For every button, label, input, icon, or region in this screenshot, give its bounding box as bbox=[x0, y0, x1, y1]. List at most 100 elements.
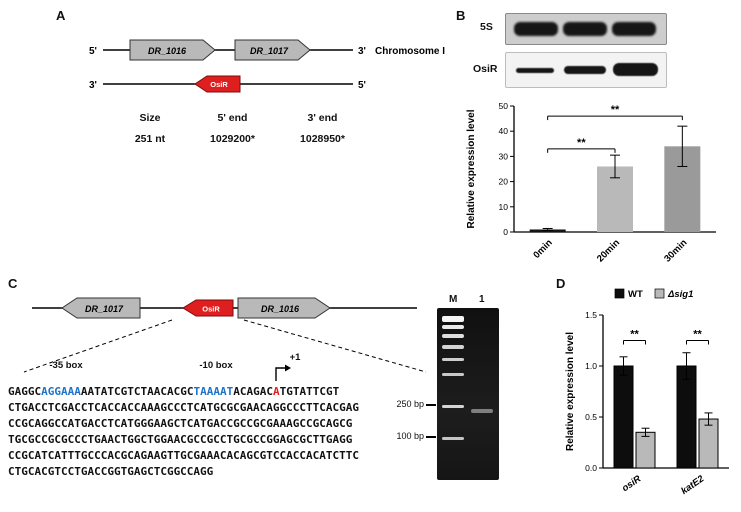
zoom-dashed-line-left bbox=[23, 319, 173, 373]
gel-ladder-band bbox=[442, 334, 464, 338]
strand-top-right-label: 3' bbox=[358, 46, 366, 57]
gene-arrow-dr1017 bbox=[61, 297, 141, 319]
sequence-segment: TGCGCCGCGCCCTGAACTGGCTGGAACGCCGCCTGCGCCG… bbox=[8, 433, 353, 446]
promoter-box-sequence: AGGAAA bbox=[41, 385, 81, 398]
panel-c-locus-diagram: DR_1017 OsiR DR_1016 bbox=[23, 297, 427, 373]
bar bbox=[698, 418, 719, 469]
gel-marker-100bp: 100 bp bbox=[396, 431, 424, 441]
blot-band bbox=[516, 68, 554, 73]
northern-blot-5s bbox=[505, 13, 667, 45]
gel-marker-250bp: 250 bp bbox=[396, 399, 424, 409]
gene-dr1016-label: DR_1016 bbox=[148, 46, 187, 56]
sequence-segment: CTGCACGTCCTGACCGGTGAGCTCGGCCAGG bbox=[8, 465, 214, 478]
gel-ladder-band bbox=[442, 358, 464, 361]
gel-sample-band bbox=[471, 409, 493, 413]
gel-ladder-band bbox=[442, 373, 464, 376]
panel-b-label: B bbox=[456, 8, 466, 23]
x-tick-label: katE2 bbox=[679, 473, 707, 497]
panel-d-label: D bbox=[556, 276, 566, 291]
table-header-5end: 5' end bbox=[217, 112, 248, 124]
legend-label: WT bbox=[628, 289, 643, 300]
y-tick-label: 10 bbox=[499, 202, 509, 212]
strand-bottom-left-label: 3' bbox=[89, 80, 97, 91]
srna-osir-label: OsiR bbox=[202, 305, 220, 314]
sequence-line: CTGACCTCGACCTCACCACCAAAGCCCTCATGCGCGAACA… bbox=[8, 400, 448, 416]
tss-nucleotide: A bbox=[272, 385, 280, 398]
sequence-line: CCGCATCATTTGCCCACGCAGAAGTTGCGAAACACAGCGT… bbox=[8, 448, 448, 464]
legend-swatch bbox=[654, 288, 665, 299]
plus1-label: +1 bbox=[289, 352, 301, 363]
srna-arrow-osir bbox=[194, 75, 241, 93]
strand-top-left-label: 5' bbox=[89, 46, 97, 57]
minus10-box-label: -10 box bbox=[199, 360, 233, 371]
table-value-3end: 1028950* bbox=[300, 133, 345, 145]
sig-label: ** bbox=[693, 329, 702, 341]
gene-arrow-dr1017 bbox=[234, 39, 311, 61]
y-axis-title: Relative expression level bbox=[565, 332, 576, 451]
strand-bottom-right-label: 5' bbox=[358, 80, 366, 91]
promoter-box-sequence: TAAAAT bbox=[193, 385, 234, 398]
gel-ladder-band bbox=[442, 316, 464, 322]
x-tick-label: 0min bbox=[531, 237, 555, 261]
blot-band bbox=[564, 66, 606, 74]
panel-a-table: Size 5' end 3' end 251 nt 1029200* 10289… bbox=[115, 112, 365, 145]
panel-c-label: C bbox=[8, 276, 18, 291]
gel-image bbox=[437, 308, 499, 480]
chromosome-label: Chromosome I bbox=[375, 46, 445, 57]
gel-ladder-band bbox=[442, 345, 464, 349]
y-tick-label: 20 bbox=[499, 177, 509, 187]
blot-band bbox=[514, 22, 558, 36]
srna-osir-label: OsiR bbox=[210, 80, 228, 89]
x-tick-label: 20min bbox=[595, 237, 622, 264]
gel-marker-dash bbox=[426, 404, 436, 406]
sequence-segment: ACAGAC bbox=[233, 385, 273, 398]
y-tick-label: 30 bbox=[499, 151, 509, 161]
legend-swatch bbox=[614, 288, 625, 299]
gel-lane-1-label: 1 bbox=[479, 294, 485, 305]
panel-a-locus-diagram: 5' 3' Chromosome I DR_1016 DR_1017 3' 5'… bbox=[89, 39, 445, 93]
y-tick-label: 50 bbox=[499, 101, 509, 111]
blot-band bbox=[613, 63, 658, 76]
gel-lane-m-label: M bbox=[449, 294, 458, 305]
gel-ladder-band bbox=[442, 437, 464, 440]
sequence-segment: TGTATTCGT bbox=[279, 385, 340, 398]
sig-label: ** bbox=[630, 329, 639, 341]
gel-ladder-band bbox=[442, 405, 464, 408]
sig-label: ** bbox=[611, 104, 620, 116]
promoter-sequence-block: GAGGCAGGAAAAATATCGTCTAACACGCTAAAATACAGAC… bbox=[8, 384, 448, 480]
y-tick-label: 40 bbox=[499, 126, 509, 136]
panel-a-label: A bbox=[56, 8, 66, 23]
minus35-box-label: -35 box bbox=[49, 360, 83, 371]
gel-marker-dash bbox=[426, 436, 436, 438]
bar bbox=[676, 365, 697, 469]
sequence-segment: CCGCAGGCCATGACCTCATGGGAAGCTCATGACCGCCGCG… bbox=[8, 417, 353, 430]
zoom-dashed-line-right bbox=[243, 319, 427, 373]
y-tick-label: 0.5 bbox=[585, 412, 597, 422]
table-header-3end: 3' end bbox=[307, 112, 338, 124]
northern-blot-osir bbox=[505, 52, 667, 88]
transcription-start-arrow-icon bbox=[275, 364, 291, 381]
table-header-size: Size bbox=[139, 112, 161, 124]
table-value-size: 251 nt bbox=[134, 133, 166, 145]
gene-dr1017-label: DR_1017 bbox=[250, 46, 289, 56]
gene-arrow-dr1016 bbox=[237, 297, 331, 319]
sig-label: ** bbox=[577, 137, 586, 149]
table-value-5end: 1029200* bbox=[210, 133, 255, 145]
blot-band bbox=[563, 22, 607, 36]
sequence-segment: AATATCGTCTAACACGC bbox=[80, 385, 194, 398]
gene-dr1016-label: DR_1016 bbox=[261, 304, 300, 314]
y-tick-label: 1.0 bbox=[585, 361, 597, 371]
sequence-segment: GAGGC bbox=[8, 385, 42, 398]
bar bbox=[613, 365, 634, 469]
gene-arrow-dr1016 bbox=[129, 39, 216, 61]
x-tick-label: osiR bbox=[620, 473, 643, 494]
y-axis-title: Relative expression level bbox=[466, 109, 477, 228]
x-tick-label: 30min bbox=[662, 237, 689, 264]
sequence-line: CCGCAGGCCATGACCTCATGGGAAGCTCATGACCGCCGCG… bbox=[8, 416, 448, 432]
srna-arrow-osir bbox=[182, 299, 234, 317]
y-tick-label: 1.5 bbox=[585, 310, 597, 320]
sequence-line: TGCGCCGCGCCCTGAACTGGCTGGAACGCCGCCTGCGCCG… bbox=[8, 432, 448, 448]
